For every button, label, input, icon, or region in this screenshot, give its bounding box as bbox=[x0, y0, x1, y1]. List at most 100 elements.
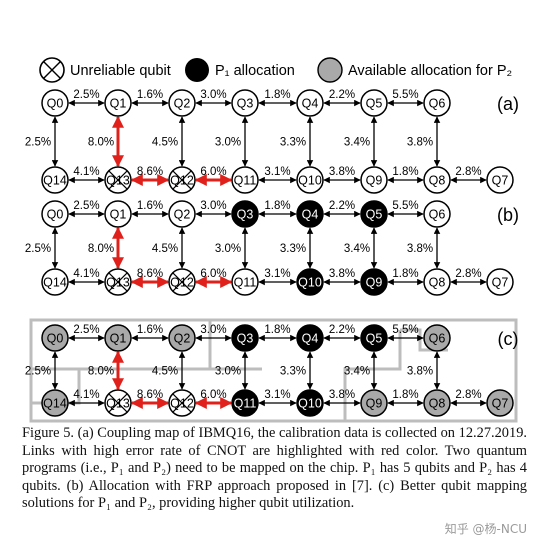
caption-text: Figure 5. (a) Coupling map of IBMQ16, th… bbox=[22, 425, 527, 512]
qubit-label: Q13 bbox=[106, 174, 130, 188]
qubit-q8: Q8 bbox=[423, 389, 451, 417]
qubit-q7: Q7 bbox=[486, 268, 514, 296]
error-rate-label: 6.0% bbox=[200, 268, 226, 280]
qubit-q10: Q10 bbox=[296, 166, 324, 194]
qubit-label: Q4 bbox=[302, 208, 319, 222]
error-rate-label: 6.0% bbox=[200, 389, 226, 401]
qubit-label: Q10 bbox=[298, 174, 322, 188]
qubit-label: Q7 bbox=[492, 276, 509, 290]
qubit-q1: Q1 bbox=[104, 324, 132, 352]
qubit-q12: Q12 bbox=[168, 389, 196, 417]
error-rate-label: 4.1% bbox=[73, 166, 99, 178]
error-rate-label: 2.2% bbox=[329, 89, 355, 101]
qubit-q7: Q7 bbox=[486, 166, 514, 194]
qubit-label: Q8 bbox=[429, 397, 446, 411]
error-rate-label: 3.0% bbox=[215, 137, 241, 149]
error-rate-label: 1.8% bbox=[392, 389, 418, 401]
qubit-label: Q3 bbox=[237, 208, 254, 222]
qubit-label: Q3 bbox=[237, 332, 254, 346]
error-rate-label: 3.8% bbox=[407, 137, 433, 149]
qubit-label: Q4 bbox=[302, 332, 319, 346]
error-rate-label: 3.4% bbox=[344, 366, 370, 378]
error-rate-label: 2.5% bbox=[73, 89, 99, 101]
figure-diagram: Unreliable qubit P₁ allocation Available… bbox=[25, 57, 519, 423]
error-rate-label: 3.0% bbox=[215, 243, 241, 255]
qubit-label: Q12 bbox=[170, 174, 194, 188]
qubit-q11: Q11 bbox=[231, 166, 259, 194]
legend-p2-label: Available allocation for P₂ bbox=[348, 63, 512, 79]
error-rate-label: 3.1% bbox=[264, 166, 290, 178]
qubit-q5: Q5 bbox=[360, 324, 388, 352]
qubit-q3: Q3 bbox=[231, 89, 259, 117]
qubit-label: Q8 bbox=[429, 276, 446, 290]
qubit-q14: Q14 bbox=[41, 389, 69, 417]
error-rate-label: 1.8% bbox=[392, 268, 418, 280]
qubit-q10: Q10 bbox=[296, 268, 324, 296]
error-rate-label: 3.8% bbox=[407, 366, 433, 378]
panels: 2.5%1.6%3.0%1.8%2.2%5.5%2.5%8.0%4.5%3.0%… bbox=[25, 89, 519, 417]
qubit-q1: Q1 bbox=[104, 200, 132, 228]
qubit-q11: Q11 bbox=[231, 268, 259, 296]
qubit-q7: Q7 bbox=[486, 389, 514, 417]
qubit-label: Q12 bbox=[170, 397, 194, 411]
qubit-label: Q11 bbox=[234, 397, 257, 411]
error-rate-label: 3.1% bbox=[264, 389, 290, 401]
qubit-label: Q0 bbox=[47, 208, 64, 222]
qubit-label: Q12 bbox=[170, 276, 194, 290]
qubit-q0: Q0 bbox=[41, 200, 69, 228]
error-rate-label: 3.8% bbox=[329, 268, 355, 280]
qubit-q4: Q4 bbox=[296, 200, 324, 228]
qubit-q14: Q14 bbox=[41, 268, 69, 296]
error-rate-label: 3.1% bbox=[264, 268, 290, 280]
qubit-q6: Q6 bbox=[423, 200, 451, 228]
qubit-q13: Q13 bbox=[104, 268, 132, 296]
qubit-q5: Q5 bbox=[360, 200, 388, 228]
qubit-label: Q14 bbox=[43, 174, 67, 188]
watermark: 知乎 @杨-NCU bbox=[444, 522, 527, 536]
error-rate-label: 2.5% bbox=[73, 324, 99, 336]
error-rate-label: 1.8% bbox=[264, 324, 290, 336]
qubit-q13: Q13 bbox=[104, 166, 132, 194]
error-rate-label: 5.5% bbox=[392, 89, 418, 101]
error-rate-label: 1.8% bbox=[392, 166, 418, 178]
qubit-label: Q5 bbox=[366, 332, 383, 346]
panel-label: (b) bbox=[497, 205, 519, 225]
error-rate-label: 3.0% bbox=[200, 89, 226, 101]
error-rate-label: 3.0% bbox=[215, 366, 241, 378]
qubit-label: Q1 bbox=[110, 97, 127, 111]
error-rate-label: 6.0% bbox=[200, 166, 226, 178]
qubit-q3: Q3 bbox=[231, 324, 259, 352]
qubit-q4: Q4 bbox=[296, 324, 324, 352]
qubit-q12: Q12 bbox=[168, 166, 196, 194]
qubit-q3: Q3 bbox=[231, 200, 259, 228]
panel-label: (c) bbox=[498, 329, 519, 349]
panel-b: 2.5%1.6%3.0%1.8%2.2%5.5%2.5%8.0%4.5%3.0%… bbox=[25, 200, 519, 296]
error-rate-label: 8.6% bbox=[137, 166, 163, 178]
qubit-q10: Q10 bbox=[296, 389, 324, 417]
error-rate-label: 1.6% bbox=[137, 324, 163, 336]
qubit-label: Q4 bbox=[302, 97, 319, 111]
error-rate-label: 3.8% bbox=[329, 389, 355, 401]
figure-caption: Figure 5. (a) Coupling map of IBMQ16, th… bbox=[22, 425, 527, 513]
error-rate-label: 2.8% bbox=[455, 389, 481, 401]
qubit-label: Q6 bbox=[429, 97, 446, 111]
qubit-q1: Q1 bbox=[104, 89, 132, 117]
qubit-q8: Q8 bbox=[423, 268, 451, 296]
qubit-q11: Q11 bbox=[231, 389, 259, 417]
error-rate-label: 3.0% bbox=[200, 324, 226, 336]
error-rate-label: 3.3% bbox=[280, 366, 306, 378]
error-rate-label: 4.5% bbox=[152, 243, 178, 255]
qubit-q2: Q2 bbox=[168, 89, 196, 117]
error-rate-label: 2.8% bbox=[455, 268, 481, 280]
qubit-q9: Q9 bbox=[360, 389, 388, 417]
qubit-q9: Q9 bbox=[360, 166, 388, 194]
error-rate-label: 1.8% bbox=[264, 200, 290, 212]
legend-unreliable-label: Unreliable qubit bbox=[70, 63, 171, 79]
error-rate-label: 2.2% bbox=[329, 200, 355, 212]
qubit-label: Q2 bbox=[174, 332, 191, 346]
qubit-label: Q13 bbox=[106, 276, 130, 290]
error-rate-label: 4.1% bbox=[73, 268, 99, 280]
qubit-label: Q1 bbox=[110, 208, 127, 222]
qubit-q4: Q4 bbox=[296, 89, 324, 117]
error-rate-label: 1.8% bbox=[264, 89, 290, 101]
